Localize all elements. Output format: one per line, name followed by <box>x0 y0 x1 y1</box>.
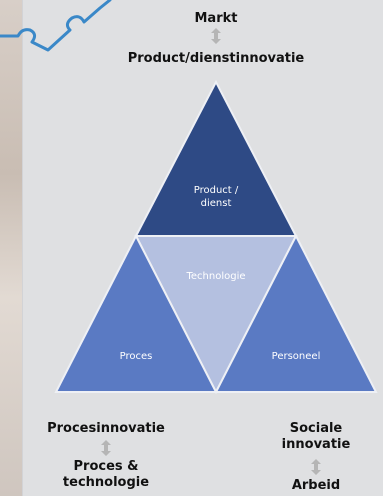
product-triangle-label: Product / dienst <box>193 185 239 209</box>
personnel-triangle-label: Personeel <box>271 351 321 362</box>
process-technology-label: Proces & technologie <box>62 459 150 490</box>
product-triangle <box>134 79 298 237</box>
double-arrow-icon <box>211 28 221 44</box>
product-innovation-label: Product/dienstinnovatie <box>127 51 305 66</box>
technology-triangle-label: Technologie <box>186 271 246 282</box>
double-arrow-icon <box>101 440 111 456</box>
puzzle-piece-icon <box>0 0 112 52</box>
personnel-triangle <box>214 233 378 393</box>
process-triangle <box>54 233 218 393</box>
social-innovation-label: Sociale innovatie <box>281 421 351 452</box>
double-arrow-icon <box>311 459 321 475</box>
labour-label: Arbeid <box>291 478 341 493</box>
process-triangle-label: Proces <box>119 351 153 362</box>
process-innovation-label: Procesinnovatie <box>47 421 165 436</box>
market-label: Markt <box>194 11 238 26</box>
